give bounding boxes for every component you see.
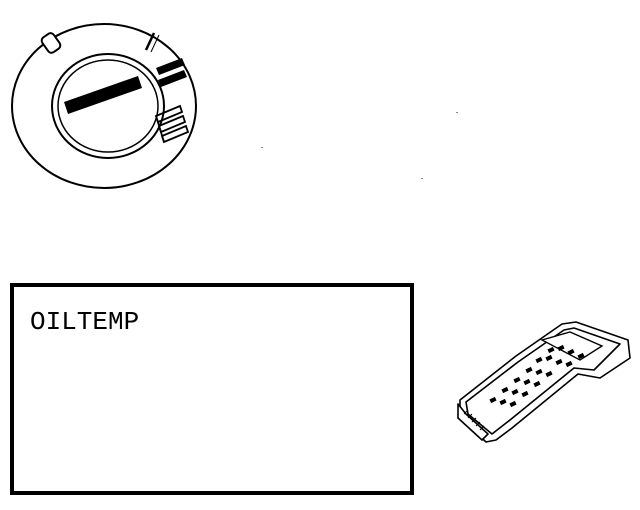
display-text: OILTEMP: [30, 307, 140, 337]
scan-tool-connector: [457, 403, 489, 441]
scan-speck: [261, 147, 263, 148]
position-III-marker: [154, 104, 190, 144]
position-II-marker: [156, 58, 185, 75]
ignition-inner-ring-edge: [57, 59, 159, 153]
display-screen: OILTEMP: [10, 283, 414, 495]
position-I-marker: [144, 32, 156, 51]
scan-tool-connector-pins: [463, 409, 485, 431]
handheld-scan-tool-icon: [457, 321, 631, 443]
position-0-marker: [40, 32, 62, 54]
scan-speck: [421, 178, 423, 179]
scan-speck: [456, 112, 458, 113]
position-II-marker-2: [158, 70, 187, 87]
scan-tool-display: [540, 331, 604, 361]
position-I-marker-edge: [150, 34, 160, 53]
ignition-key-slot: [64, 76, 142, 114]
ignition-switch-icon: [11, 23, 197, 189]
scan-tool-keypad: [489, 344, 585, 408]
